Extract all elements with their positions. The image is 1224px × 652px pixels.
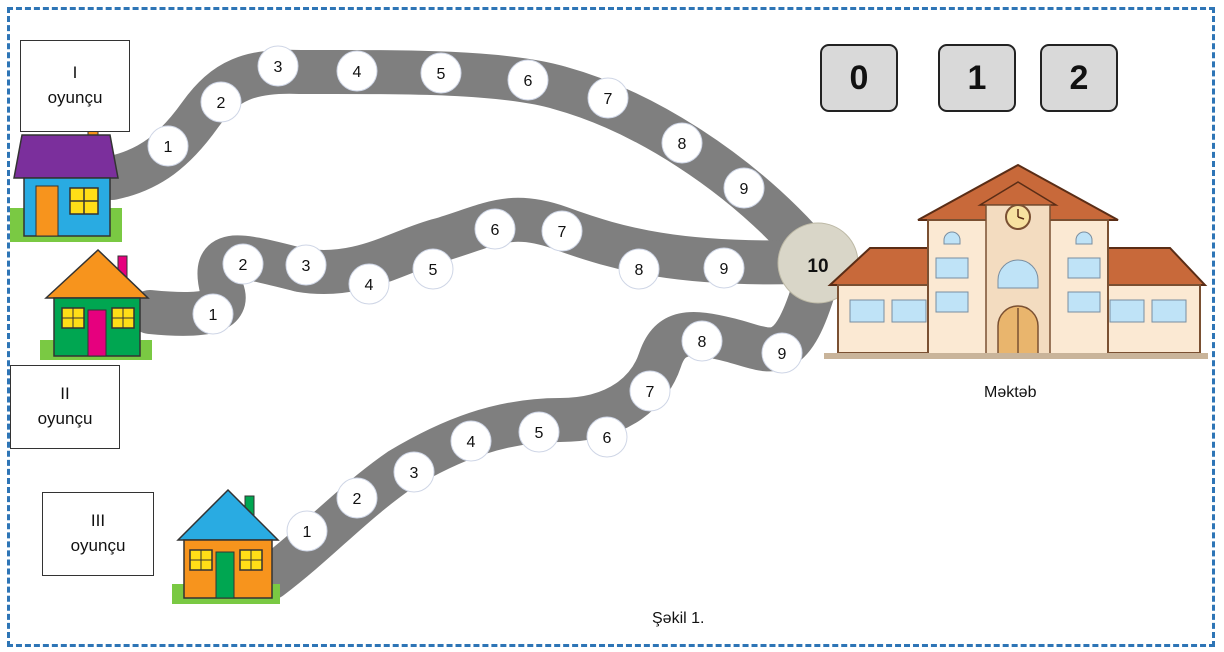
step-number-player-1-3: 3 <box>274 59 283 76</box>
step-circle-player-2-3[interactable] <box>285 244 327 286</box>
player-1-number: I <box>72 63 78 83</box>
step-circle-player-1-7[interactable] <box>587 77 629 119</box>
step-circle-player-1-1[interactable] <box>147 125 189 167</box>
house-player-1 <box>10 117 122 242</box>
school-building-icon <box>824 163 1208 359</box>
road-player-2 <box>128 197 822 336</box>
number-card-0[interactable]: 0 <box>820 44 898 112</box>
step-circle-player-1-6[interactable] <box>507 59 549 101</box>
step-circle-player-2-7[interactable] <box>541 210 583 252</box>
step-circle-player-3-5[interactable] <box>518 411 560 453</box>
step-circle-player-3-2[interactable] <box>336 477 378 519</box>
step-number-player-3-4: 4 <box>467 434 476 451</box>
step-circle-player-2-9[interactable] <box>703 247 745 289</box>
step-number-player-1-9: 9 <box>740 181 749 198</box>
player-1-word: oyunçu <box>47 88 103 107</box>
step-number-player-3-8: 8 <box>698 334 707 351</box>
step-circle-player-3-6[interactable] <box>586 416 628 458</box>
step-number-player-2-9: 9 <box>720 261 729 278</box>
step-number-player-3-2: 2 <box>353 491 362 508</box>
number-card-1[interactable]: 1 <box>938 44 1016 112</box>
player-3-word: oyunçu <box>70 536 126 555</box>
step-number-player-2-8: 8 <box>635 262 644 279</box>
school-label: Məktəb <box>984 384 1037 401</box>
player-3-number: III <box>90 511 106 531</box>
step-circle-player-2-2[interactable] <box>222 243 264 285</box>
step-number-player-2-5: 5 <box>429 262 438 279</box>
step-circle-player-1-9[interactable] <box>723 167 765 209</box>
step-circle-player-1-8[interactable] <box>661 122 703 164</box>
step-circle-player-3-1[interactable] <box>286 510 328 552</box>
player-2-word: oyunçu <box>37 409 93 428</box>
step-number-player-3-7: 7 <box>646 384 655 401</box>
step-number-player-3-5: 5 <box>535 425 544 442</box>
step-number-player-2-3: 3 <box>302 258 311 275</box>
step-number-player-3-1: 1 <box>303 524 312 541</box>
step-circle-player-3-4[interactable] <box>450 420 492 462</box>
step-number-player-1-7: 7 <box>604 91 613 108</box>
step-circle-player-3-8[interactable] <box>681 320 723 362</box>
step-number-player-2-4: 4 <box>365 277 374 294</box>
step-number-player-3-3: 3 <box>410 465 419 482</box>
step-number-player-3-9: 9 <box>778 346 787 363</box>
step-number-player-2-1: 1 <box>209 307 218 324</box>
step-circle-player-1-3[interactable] <box>257 45 299 87</box>
step-circle-player-2-4[interactable] <box>348 263 390 305</box>
step-number-player-2-6: 6 <box>491 222 500 239</box>
step-circle-player-2-1[interactable] <box>192 293 234 335</box>
player-2-number: II <box>60 384 70 404</box>
step-number-player-1-4: 4 <box>353 64 362 81</box>
step-circle-player-2-5[interactable] <box>412 248 454 290</box>
step-number-player-1-2: 2 <box>217 95 226 112</box>
step-circle-player-1-4[interactable] <box>336 50 378 92</box>
house-player-3 <box>172 488 280 604</box>
step-number-player-1-1: 1 <box>164 139 173 156</box>
step-circle-player-1-2[interactable] <box>200 81 242 123</box>
step-circle-player-2-8[interactable] <box>618 248 660 290</box>
step-circle-player-2-6[interactable] <box>474 208 516 250</box>
step-number-player-2-2: 2 <box>239 257 248 274</box>
step-number-player-3-6: 6 <box>603 430 612 447</box>
step-circle-player-3-9[interactable] <box>761 332 803 374</box>
step-circle-player-3-7[interactable] <box>629 370 671 412</box>
number-card-2[interactable]: 2 <box>1040 44 1118 112</box>
player-3-label: III oyunçu <box>42 492 154 576</box>
step-circle-player-3-3[interactable] <box>393 451 435 493</box>
house-player-2 <box>40 248 152 360</box>
step-number-player-1-5: 5 <box>437 66 446 83</box>
player-2-label: II oyunçu <box>10 365 120 449</box>
step-number-player-2-7: 7 <box>558 224 567 241</box>
dashed-frame <box>7 7 1215 647</box>
figure-caption: Şəkil 1. <box>652 610 705 627</box>
step-number-player-1-8: 8 <box>678 136 687 153</box>
goal-number: 10 <box>807 256 828 277</box>
step-circles: 1 2 3 4 5 6 7 8 9 1 2 3 4 5 6 7 8 9 1 2 3 4 5 6 7 8 9 <box>147 45 803 552</box>
player-1-label: I oyunçu <box>20 40 130 132</box>
step-circle-player-1-5[interactable] <box>420 52 462 94</box>
step-number-player-1-6: 6 <box>524 73 533 90</box>
